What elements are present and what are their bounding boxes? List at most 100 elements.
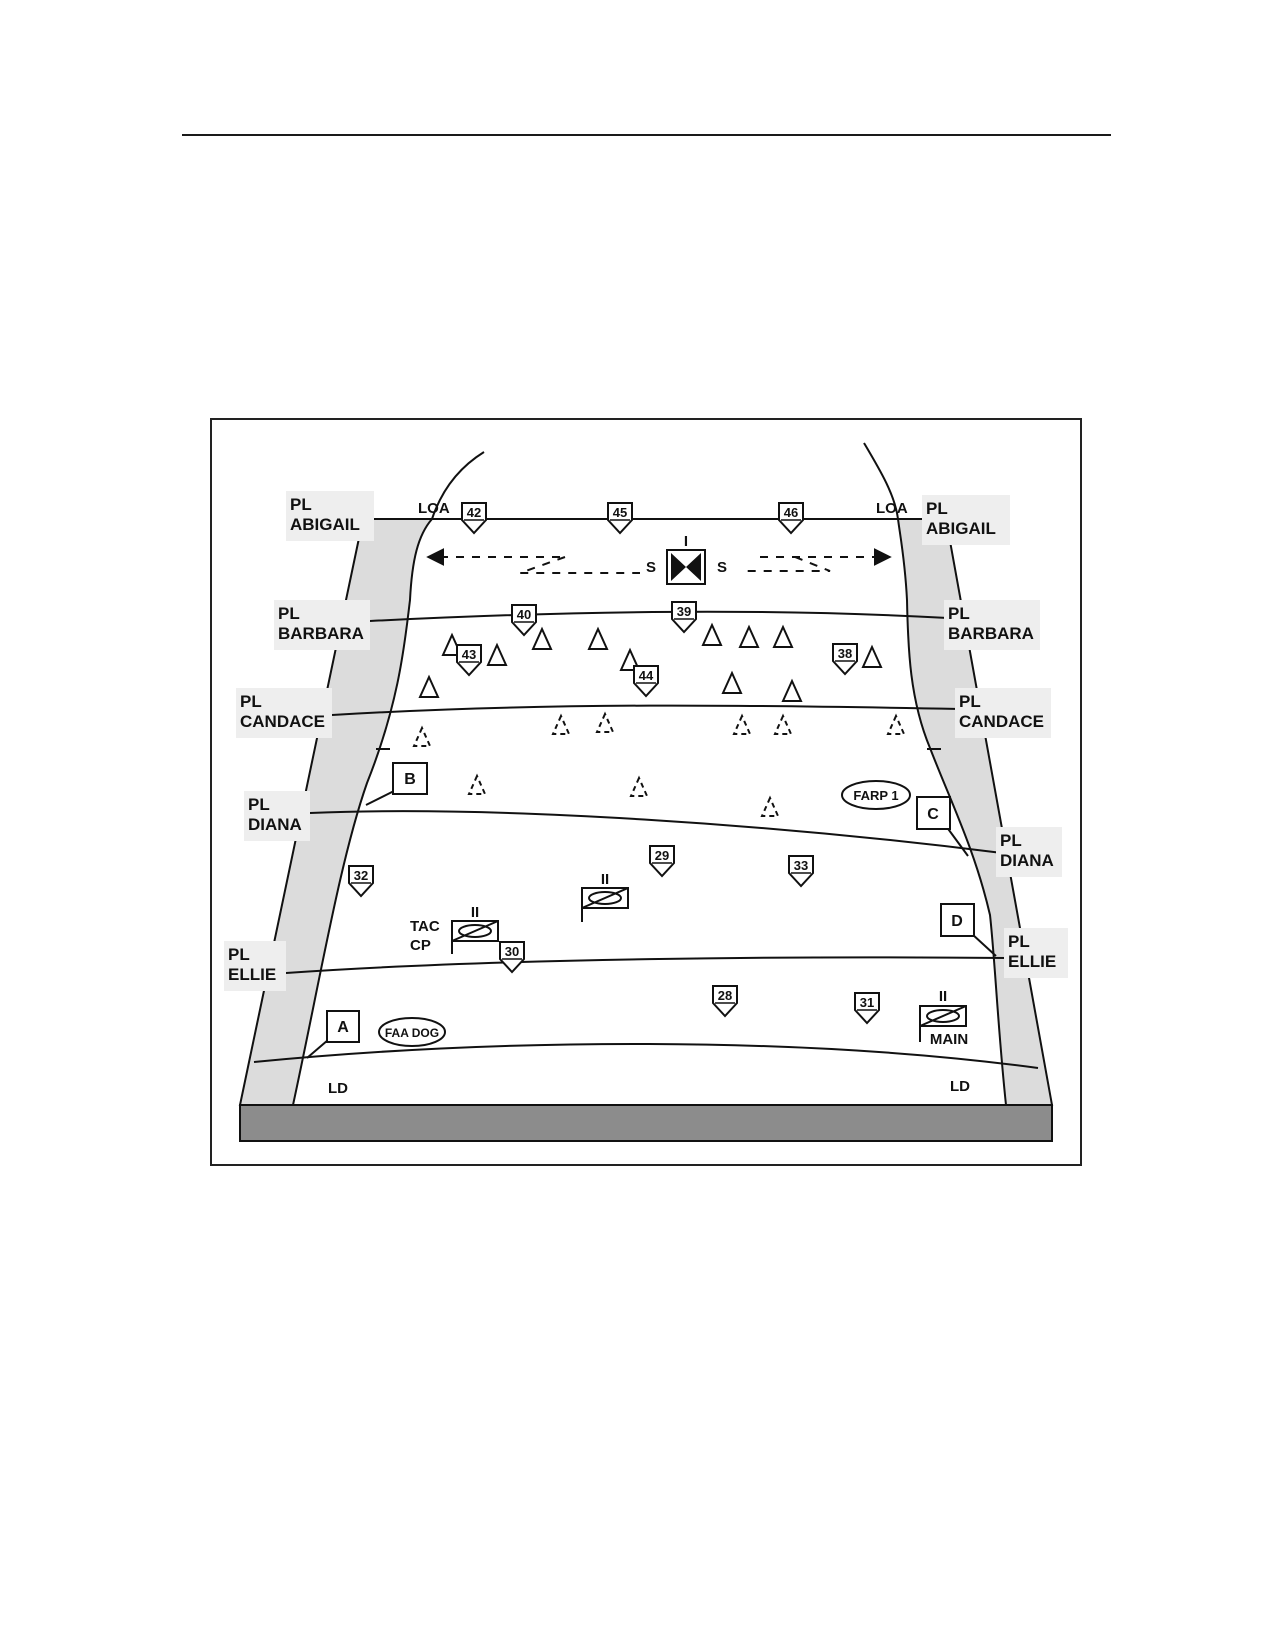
left-approach-curve [431, 451, 485, 520]
main-cp-symbol: II MAIN [919, 988, 968, 1048]
checkpoint-38: 38 [832, 643, 858, 676]
svg-text:DIANA: DIANA [248, 815, 302, 834]
svg-text:ABIGAIL: ABIGAIL [926, 519, 996, 538]
triangle-icon [721, 670, 743, 694]
aviation-unit-symbol: II [581, 871, 629, 922]
checkpoint-label: 33 [794, 858, 808, 873]
checkpoint-label: 43 [462, 647, 476, 662]
target-triangles [418, 622, 883, 702]
ld-label-left: LD [328, 1080, 348, 1097]
dashed-triangle-icon [412, 725, 432, 747]
pl-label-abigail-left: PL ABIGAIL [286, 491, 374, 541]
svg-text:D: D [951, 913, 963, 930]
triangle-icon [418, 674, 440, 698]
checkpoint-45: 45 [607, 502, 633, 535]
triangle-icon [861, 644, 883, 668]
svg-text:PL: PL [278, 604, 300, 623]
point-marker-b: B [365, 762, 428, 806]
triangle-icon [587, 626, 609, 650]
svg-text:MAIN: MAIN [930, 1031, 968, 1048]
checkpoint-44: 44 [633, 665, 659, 698]
svg-text:FARP 1: FARP 1 [853, 788, 898, 803]
pl-ellie-line [285, 956, 1009, 974]
pl-label-diana-left: PL DIANA [244, 791, 310, 841]
ground-base [239, 1104, 1053, 1142]
loa-label-right: LOA [876, 500, 908, 517]
svg-text:A: A [337, 1019, 349, 1036]
pl-label-diana-right: PL DIANA [996, 827, 1062, 877]
dashed-triangle-icon [760, 795, 780, 817]
svg-text:CANDACE: CANDACE [959, 712, 1044, 731]
triangle-icon [781, 678, 803, 702]
svg-text:PL: PL [290, 495, 312, 514]
screen-echelon-label: I [684, 533, 688, 550]
svg-text:PL: PL [1000, 831, 1022, 850]
checkpoint-33: 33 [788, 855, 814, 888]
svg-text:TAC: TAC [410, 918, 440, 935]
checkpoint-label: 44 [639, 668, 654, 683]
svg-text:BARBARA: BARBARA [948, 624, 1034, 643]
svg-text:II: II [939, 988, 947, 1005]
pl-candace-line [331, 704, 961, 716]
svg-text:ELLIE: ELLIE [228, 965, 276, 984]
dashed-triangle-icon [773, 713, 793, 735]
pl-label-barbara-right: PL BARBARA [944, 600, 1040, 650]
screen-s-left: S [646, 559, 656, 576]
dashed-triangle-icon [886, 713, 906, 735]
point-marker-d: D [940, 903, 997, 957]
screen-s-right: S [717, 559, 727, 576]
checkpoint-label: 29 [655, 848, 669, 863]
checkpoint-label: 30 [505, 944, 519, 959]
dashed-triangle-icon [595, 711, 615, 733]
checkpoint-label: 46 [784, 505, 798, 520]
svg-text:C: C [927, 806, 939, 823]
svg-text:DIANA: DIANA [1000, 851, 1054, 870]
pl-label-barbara-left: PL BARBARA [274, 600, 370, 650]
pl-label-candace-left: PL CANDACE [236, 688, 332, 738]
checkpoint-28: 28 [712, 985, 738, 1018]
triangle-icon [772, 624, 794, 648]
svg-text:II: II [471, 904, 479, 921]
screen-return-right [740, 556, 831, 572]
dashed-triangle-icon [467, 773, 487, 795]
planned-triangles [412, 711, 906, 817]
line-of-departure [253, 1042, 1039, 1069]
point-marker-a: A [306, 1010, 360, 1059]
header-rule [182, 134, 1111, 136]
checkpoint-label: 40 [517, 607, 531, 622]
pl-barbara-line [369, 610, 949, 622]
triangle-icon [531, 626, 553, 650]
loa-label-left: LOA [418, 500, 450, 517]
svg-text:PL: PL [959, 692, 981, 711]
checkpoint-label: 45 [613, 505, 627, 520]
svg-text:ELLIE: ELLIE [1008, 952, 1056, 971]
svg-text:II: II [601, 871, 609, 888]
checkpoint-label: 38 [838, 646, 852, 661]
checkpoint-label: 39 [677, 604, 691, 619]
right-approach-curve [863, 442, 899, 520]
checkpoint-label: 32 [354, 868, 368, 883]
dashed-triangle-icon [732, 713, 752, 735]
faa-dog-site: FAA DOG [378, 1017, 446, 1047]
checkpoint-label: 31 [860, 995, 874, 1010]
pl-diana-line [309, 810, 1003, 854]
dashed-triangle-icon [629, 775, 649, 797]
svg-text:PL: PL [248, 795, 270, 814]
pl-label-abigail-right: PL ABIGAIL [922, 495, 1010, 545]
svg-text:PL: PL [228, 945, 250, 964]
svg-text:PL: PL [1008, 932, 1030, 951]
triangle-icon [701, 622, 723, 646]
svg-text:FAA DOG: FAA DOG [385, 1026, 439, 1040]
svg-text:ABIGAIL: ABIGAIL [290, 515, 360, 534]
svg-text:CANDACE: CANDACE [240, 712, 325, 731]
dashed-triangle-icon [551, 713, 571, 735]
checkpoint-label: 28 [718, 988, 732, 1003]
svg-text:PL: PL [948, 604, 970, 623]
svg-text:BARBARA: BARBARA [278, 624, 364, 643]
checkpoint-31: 31 [854, 992, 880, 1025]
checkpoint-30: 30 [499, 941, 525, 974]
triangle-icon [486, 642, 508, 666]
checkpoint-29: 29 [649, 845, 675, 878]
